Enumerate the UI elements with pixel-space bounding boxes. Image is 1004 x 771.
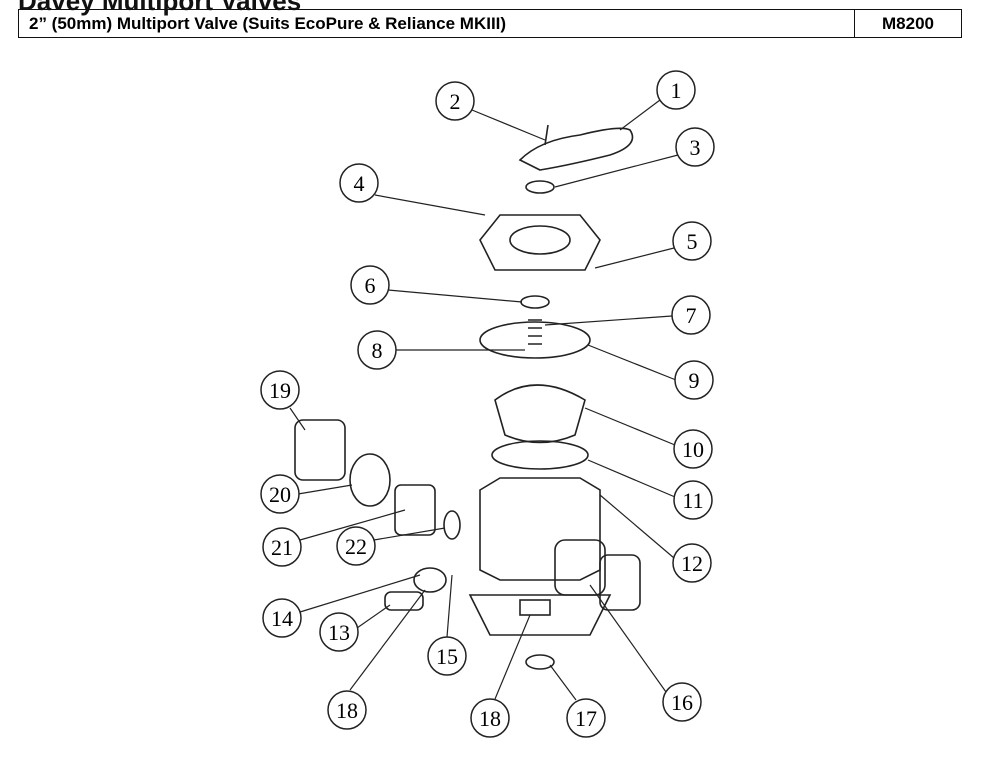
callout-number: 5 <box>687 229 698 254</box>
callout-number: 3 <box>690 135 701 160</box>
valve-parts-drawing <box>294 124 641 670</box>
callout-circle <box>662 682 702 722</box>
document-title: Davey Multiport Valves <box>18 0 302 16</box>
callout-number: 1 <box>671 78 682 103</box>
callout-number: 20 <box>269 482 291 507</box>
callout-number: 10 <box>682 437 704 462</box>
callout-number: 15 <box>436 644 458 669</box>
callout-number: 13 <box>328 620 350 645</box>
callout-circle <box>673 480 713 520</box>
callout-number: 22 <box>345 534 367 559</box>
callout-number: 6 <box>365 273 376 298</box>
leader-lines <box>289 99 679 701</box>
callout-circle <box>672 543 712 583</box>
callout-circle <box>336 526 376 566</box>
callout-circle <box>470 698 510 738</box>
callout-circle <box>672 221 712 261</box>
callout-circle <box>260 474 300 514</box>
callout-circle <box>350 265 390 305</box>
callout-circle <box>435 81 475 121</box>
callout-number: 9 <box>689 368 700 393</box>
callout-circle <box>357 330 397 370</box>
callout-number: 14 <box>271 606 293 631</box>
callout-number: 17 <box>575 706 597 731</box>
callout-number: 8 <box>372 338 383 363</box>
callout-circle <box>319 612 359 652</box>
callout-number: 16 <box>671 690 693 715</box>
callout-number: 7 <box>686 303 697 328</box>
callout-number: 2 <box>450 89 461 114</box>
part-code: M8200 <box>882 14 934 33</box>
callout-circle <box>262 598 302 638</box>
part-description: 2” (50mm) Multiport Valve (Suits EcoPure… <box>19 10 855 37</box>
callout-number: 19 <box>269 378 291 403</box>
callout-circle <box>339 163 379 203</box>
callout-circle <box>674 360 714 400</box>
callout-circle <box>656 70 696 110</box>
callout-circle <box>427 636 467 676</box>
callout-number: 12 <box>681 551 703 576</box>
callout-circle <box>675 127 715 167</box>
part-row: 2” (50mm) Multiport Valve (Suits EcoPure… <box>18 9 962 38</box>
callout-number: 11 <box>682 488 703 513</box>
callout-number: 18 <box>479 706 501 731</box>
callout-number: 4 <box>354 171 365 196</box>
callout-circle <box>327 690 367 730</box>
callout-number: 21 <box>271 535 293 560</box>
callout-circle <box>262 527 302 567</box>
callout-circle <box>671 295 711 335</box>
callout-circle <box>260 370 300 410</box>
callout-number: 18 <box>336 698 358 723</box>
callout-circle <box>673 429 713 469</box>
callout-circle <box>566 698 606 738</box>
